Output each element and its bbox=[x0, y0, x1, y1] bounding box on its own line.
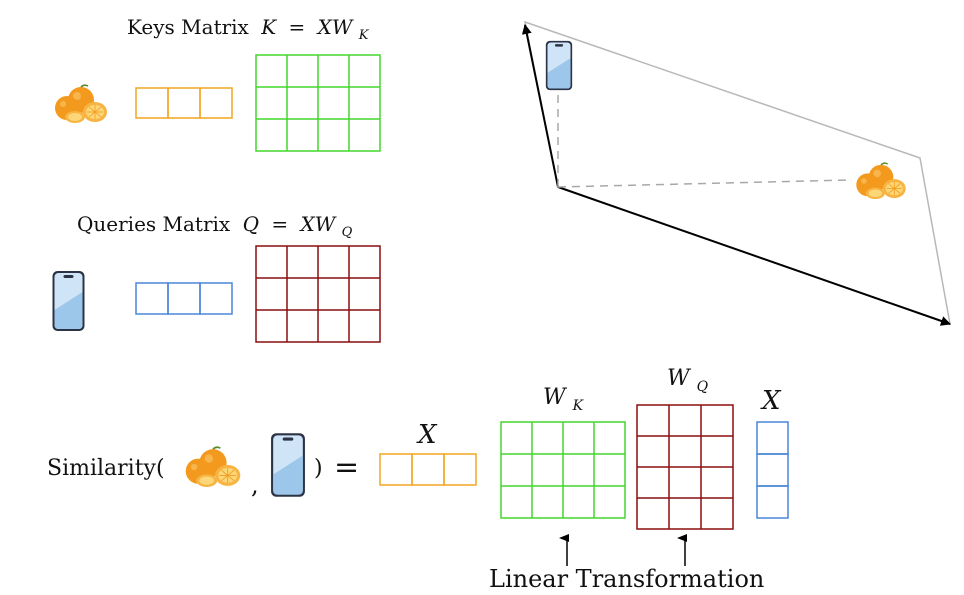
x-column-vector bbox=[756, 421, 789, 519]
queries-eq-equals: = bbox=[271, 212, 288, 236]
similarity-comma: , bbox=[251, 471, 259, 499]
keys-eq-equals: = bbox=[289, 15, 306, 39]
orange-icon bbox=[184, 446, 242, 488]
wq-label: W Q bbox=[667, 366, 709, 395]
wk-sub: K bbox=[572, 398, 585, 414]
phone-icon bbox=[271, 433, 305, 497]
wq-matrix-grid bbox=[636, 404, 734, 530]
queries-title: Queries Matrix bbox=[77, 212, 231, 236]
queries-eq-sub: Q bbox=[342, 225, 353, 240]
x-vector-label: X bbox=[416, 420, 438, 450]
x-column-label: X bbox=[760, 386, 782, 416]
orange-icon bbox=[855, 162, 907, 200]
keys-eq-rhs: XW bbox=[316, 15, 354, 39]
wq-base: W bbox=[667, 366, 692, 391]
wk-base: W bbox=[543, 385, 568, 410]
similarity-prefix: Similarity( bbox=[47, 456, 165, 481]
linear-transformation-label: Linear Transformation bbox=[489, 565, 764, 593]
keys-eq-sub: K bbox=[358, 28, 370, 43]
orange-icon bbox=[54, 84, 108, 124]
similarity-equals: = bbox=[334, 450, 359, 485]
keys-title-text: Keys Matrix K = XW K bbox=[127, 15, 370, 43]
phone-icon bbox=[545, 40, 573, 91]
keys-eq-lhs: K bbox=[260, 15, 277, 39]
wk-label: W K bbox=[543, 385, 585, 414]
keys-title: Keys Matrix bbox=[127, 15, 250, 39]
vector-space-plot bbox=[521, 20, 951, 326]
queries-eq-rhs: XW bbox=[298, 212, 336, 236]
wk-matrix-grid bbox=[500, 421, 626, 519]
key-vector bbox=[135, 87, 233, 119]
queries-matrix-grid bbox=[255, 245, 381, 343]
wq-sub: Q bbox=[697, 379, 709, 395]
phone-icon bbox=[52, 271, 85, 331]
key-arrow bbox=[557, 186, 951, 326]
query-vector bbox=[135, 282, 233, 315]
similarity-suffix: ) bbox=[314, 456, 323, 481]
query-arrow bbox=[521, 24, 559, 188]
keys-matrix-grid bbox=[255, 54, 381, 152]
orange-projection bbox=[557, 179, 851, 188]
x-row-vector bbox=[379, 453, 477, 486]
queries-eq-lhs: Q bbox=[243, 212, 259, 236]
queries-title-text: Queries Matrix Q = XW Q bbox=[77, 212, 353, 240]
